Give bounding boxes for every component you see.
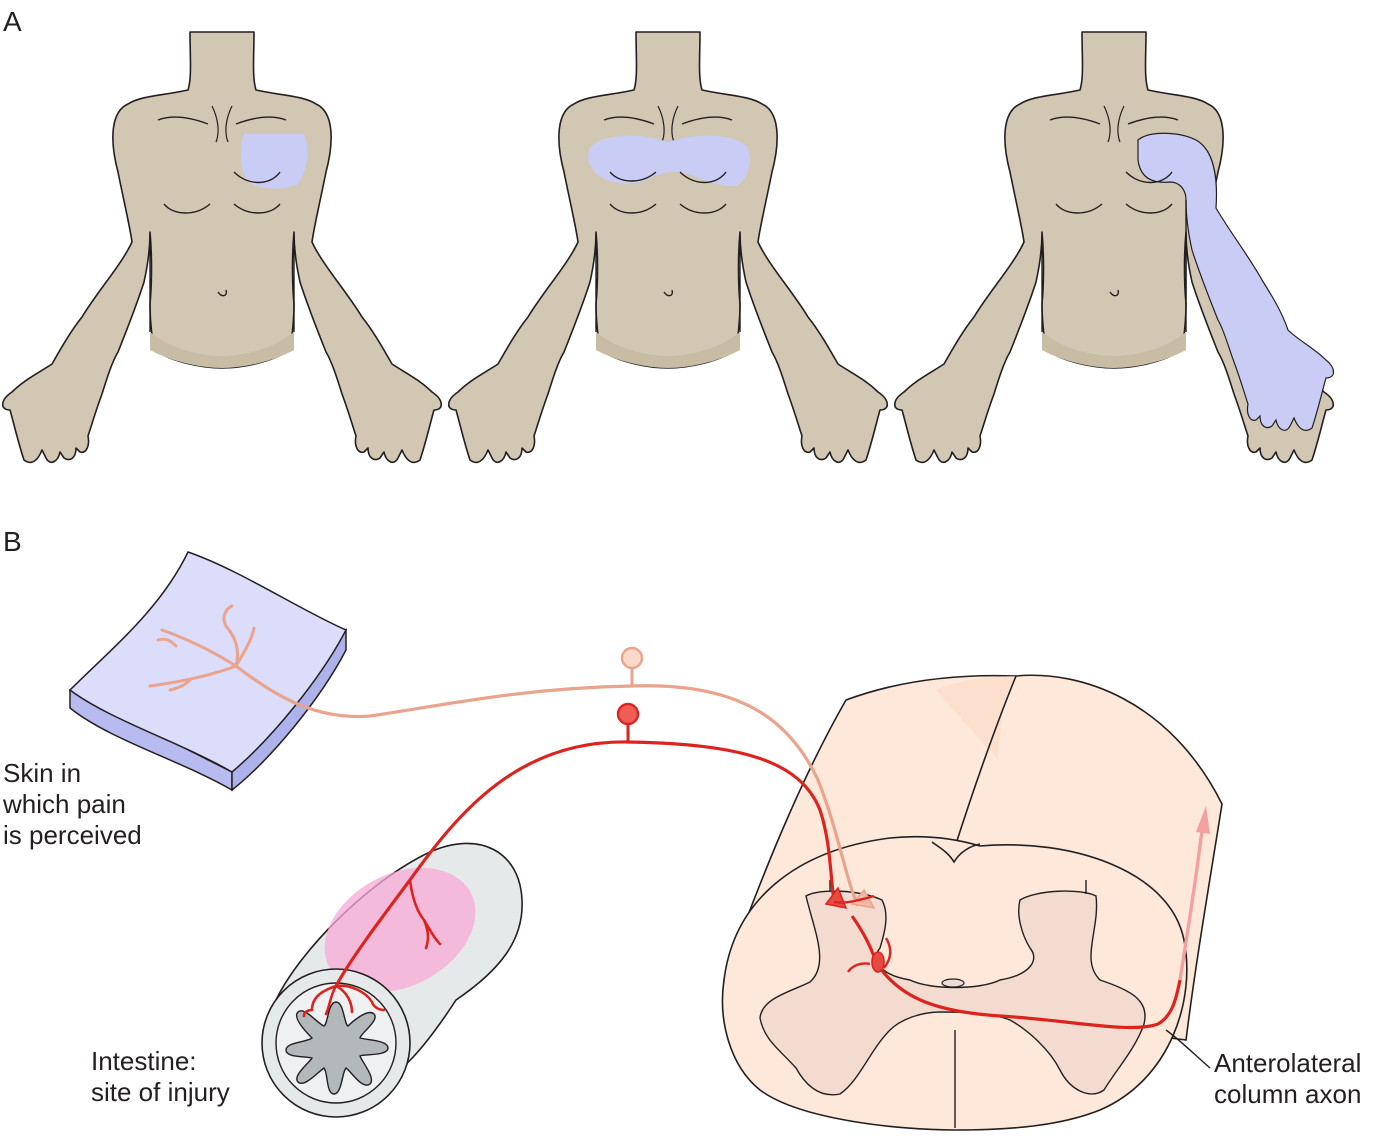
projection-neuron-cell-body <box>871 951 885 973</box>
skin-sheet <box>68 551 348 792</box>
intestine-label-line-1: Intestine: <box>91 1046 197 1076</box>
visceral-terminal-branches <box>302 878 442 1018</box>
torso-left <box>1 31 443 464</box>
intestine <box>261 842 523 1118</box>
axon-label-line-2: column axon <box>1214 1079 1362 1109</box>
skin-label-line-3: is perceived <box>3 820 142 850</box>
injury-glow <box>324 867 476 993</box>
spinal-cord <box>721 674 1223 1131</box>
referred-pain-left-arm <box>1137 132 1335 431</box>
torso-center <box>447 31 889 464</box>
referred-pain-chest-band <box>588 135 750 186</box>
panel-a-label: A <box>3 6 22 37</box>
central-canal <box>941 978 965 988</box>
axon-leader-line <box>1165 1029 1211 1069</box>
torso-right <box>893 31 1335 464</box>
skin-afferent-cell-body <box>620 646 644 670</box>
panel-b-label: B <box>3 526 22 557</box>
intestine-label: Intestine: site of injury <box>91 1046 230 1108</box>
axon-label-line-1: Anterolateral <box>1214 1048 1362 1078</box>
skin-label: Skin in which pain is perceived <box>3 758 142 851</box>
skin-nerve-branches <box>148 604 256 692</box>
intestine-label-line-2: site of injury <box>91 1077 230 1107</box>
skin-label-line-2: which pain <box>3 789 126 819</box>
intestine-lumen <box>285 1001 389 1095</box>
ascending-axon-arrow <box>1178 829 1204 981</box>
referred-pain-left-chest <box>240 134 308 189</box>
visceral-afferent-neuron <box>302 702 875 1018</box>
projection-neuron <box>847 806 1210 1030</box>
gray-matter <box>759 890 1146 1096</box>
axon-label: Anterolateral column axon <box>1214 1048 1361 1110</box>
skin-label-line-1: Skin in <box>3 758 82 788</box>
visceral-afferent-cell-body <box>616 702 640 726</box>
